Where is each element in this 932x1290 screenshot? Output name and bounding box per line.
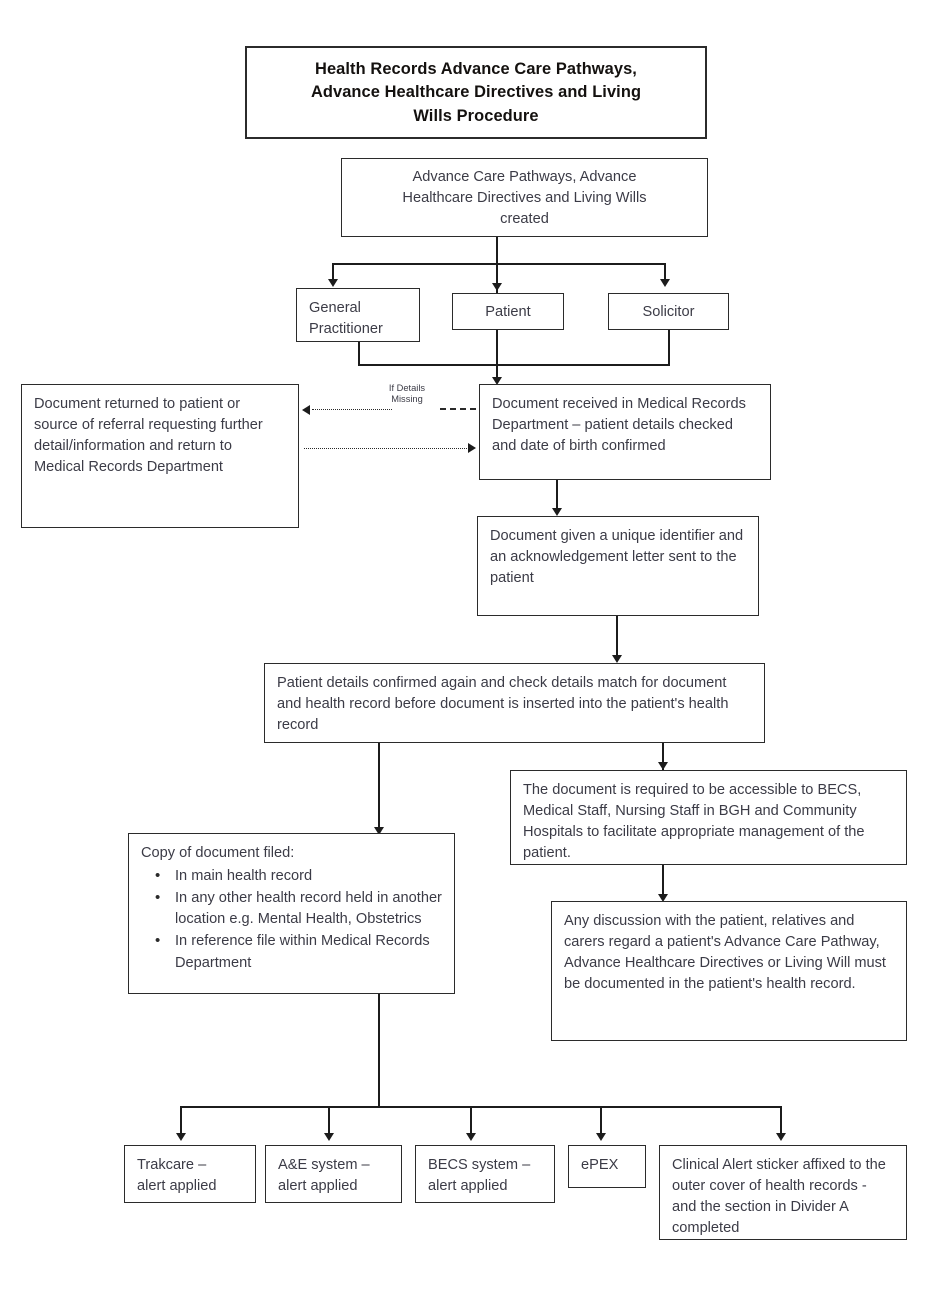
connector-fanout-left [332, 263, 334, 284]
gp-line-2: Practitioner [309, 321, 383, 337]
edge-label-line-2: Missing [391, 394, 423, 405]
node-becs-system: BECS system – alert applied [415, 1145, 555, 1203]
title-line-1: Health Records Advance Care Pathways, [315, 60, 637, 79]
connector-patient-down [496, 330, 498, 380]
node-document-received: Document received in Medical Records Dep… [479, 384, 771, 480]
connector-drop-trakcare [180, 1106, 182, 1138]
node-trakcare: Trakcare – alert applied [124, 1145, 256, 1203]
returned-text: Document returned to patient or source o… [34, 396, 263, 475]
connector-drop-clinical-alert [780, 1106, 782, 1138]
becs-line-1: BECS system – [428, 1157, 531, 1173]
trakcare-line-1: Trakcare – [137, 1157, 207, 1173]
node-ae-system: A&E system – alert applied [265, 1145, 402, 1203]
connector-drop-ae [328, 1106, 330, 1138]
connector-unique-to-confirm [616, 616, 618, 660]
list-item: In main health record [155, 865, 442, 887]
gp-line-1: General [309, 300, 361, 316]
arrowhead-to-gp [328, 279, 338, 287]
connector-fanout-bar [332, 263, 665, 265]
title-line-3: Wills Procedure [413, 106, 539, 125]
edge-label-if-details-missing: If Details Missing [376, 383, 438, 406]
arrowhead-to-solicitor [660, 279, 670, 287]
arrowhead-to-confirm-again [612, 655, 622, 663]
created-line-2: Healthcare Directives and Living Wills [402, 189, 647, 206]
connector-solicitor-down [668, 330, 670, 365]
epex-label: ePEX [581, 1157, 619, 1173]
node-unique-identifier: Document given a unique identifier and a… [477, 516, 759, 616]
accessible-text: The document is required to be accessibl… [523, 782, 865, 861]
trakcare-line-2: alert applied [137, 1178, 217, 1194]
node-epex: ePEX [568, 1145, 646, 1188]
arrowhead-to-ae-system [324, 1133, 334, 1141]
arrowhead-to-trakcare [176, 1133, 186, 1141]
solicitor-label: Solicitor [642, 303, 695, 320]
node-clinical-alert-sticker: Clinical Alert sticker affixed to the ou… [659, 1145, 907, 1240]
arrowhead-to-received [492, 377, 502, 385]
connector-gp-down [358, 342, 360, 365]
node-general-practitioner: General Practitioner [296, 288, 420, 342]
connector-drop-epex [600, 1106, 602, 1138]
list-item: In reference file within Medical Records… [155, 930, 442, 973]
arrowhead-to-patient [492, 283, 502, 291]
connector-if-details-missing-dashed [440, 408, 476, 410]
connector-return-to-records-dotted [304, 448, 469, 449]
discussion-text: Any discussion with the patient, relativ… [564, 913, 886, 992]
node-solicitor: Solicitor [608, 293, 729, 330]
copy-filed-bullet-list: In main health record In any other healt… [141, 865, 442, 974]
node-patient: Patient [452, 293, 564, 330]
connector-confirm-to-accessible [662, 743, 664, 770]
connector-distribution-bar [180, 1106, 780, 1108]
list-item: In any other health record held in anoth… [155, 887, 442, 930]
created-line-3: created [500, 210, 549, 227]
copy-filed-heading: Copy of document filed: [141, 845, 295, 861]
ae-line-1: A&E system – [278, 1157, 370, 1173]
connector-fanout-right [664, 263, 666, 284]
arrowhead-to-clinical-alert [776, 1133, 786, 1141]
connector-copy-to-distribution [378, 994, 380, 1107]
clinical-alert-text: Clinical Alert sticker affixed to the ou… [672, 1157, 886, 1236]
arrowhead-to-epex [596, 1133, 606, 1141]
arrowhead-to-becs-system [466, 1133, 476, 1141]
connector-drop-becs [470, 1106, 472, 1138]
edge-label-line-1: If Details [388, 383, 426, 393]
arrowhead-to-copy-filed [374, 827, 384, 835]
created-line-1: Advance Care Pathways, Advance [412, 168, 637, 185]
connector-accessible-to-discussion [662, 865, 664, 900]
arrowhead-to-returned [302, 405, 310, 415]
arrowhead-to-accessible [658, 762, 668, 770]
node-document-accessible: The document is required to be accessibl… [510, 770, 907, 865]
ae-line-2: alert applied [278, 1178, 358, 1194]
node-copy-of-document-filed: Copy of document filed: In main health r… [128, 833, 455, 994]
connector-created-trunk [496, 237, 498, 320]
confirm-again-text: Patient details confirmed again and chec… [277, 675, 729, 733]
connector-if-details-missing-dotted [312, 409, 392, 410]
flowchart-title-box: Health Records Advance Care Pathways, Ad… [245, 46, 707, 139]
becs-line-2: alert applied [428, 1178, 508, 1194]
node-confirm-details-again: Patient details confirmed again and chec… [264, 663, 765, 743]
node-documents-created: Advance Care Pathways, Advance Healthcar… [341, 158, 708, 237]
arrowhead-to-unique-identifier [552, 508, 562, 516]
connector-received-to-unique [556, 480, 558, 512]
patient-label: Patient [485, 303, 531, 320]
title-line-2: Advance Healthcare Directives and Living [310, 83, 642, 102]
arrowhead-to-received-dotted [468, 443, 476, 453]
received-text: Document received in Medical Records Dep… [492, 396, 746, 454]
arrowhead-to-discussion [658, 894, 668, 902]
connector-confirm-to-copy [378, 743, 380, 833]
connector-merge-bar [358, 364, 670, 366]
node-document-returned: Document returned to patient or source o… [21, 384, 299, 528]
node-discussion-documented: Any discussion with the patient, relativ… [551, 901, 907, 1041]
unique-id-text: Document given a unique identifier and a… [490, 528, 744, 586]
